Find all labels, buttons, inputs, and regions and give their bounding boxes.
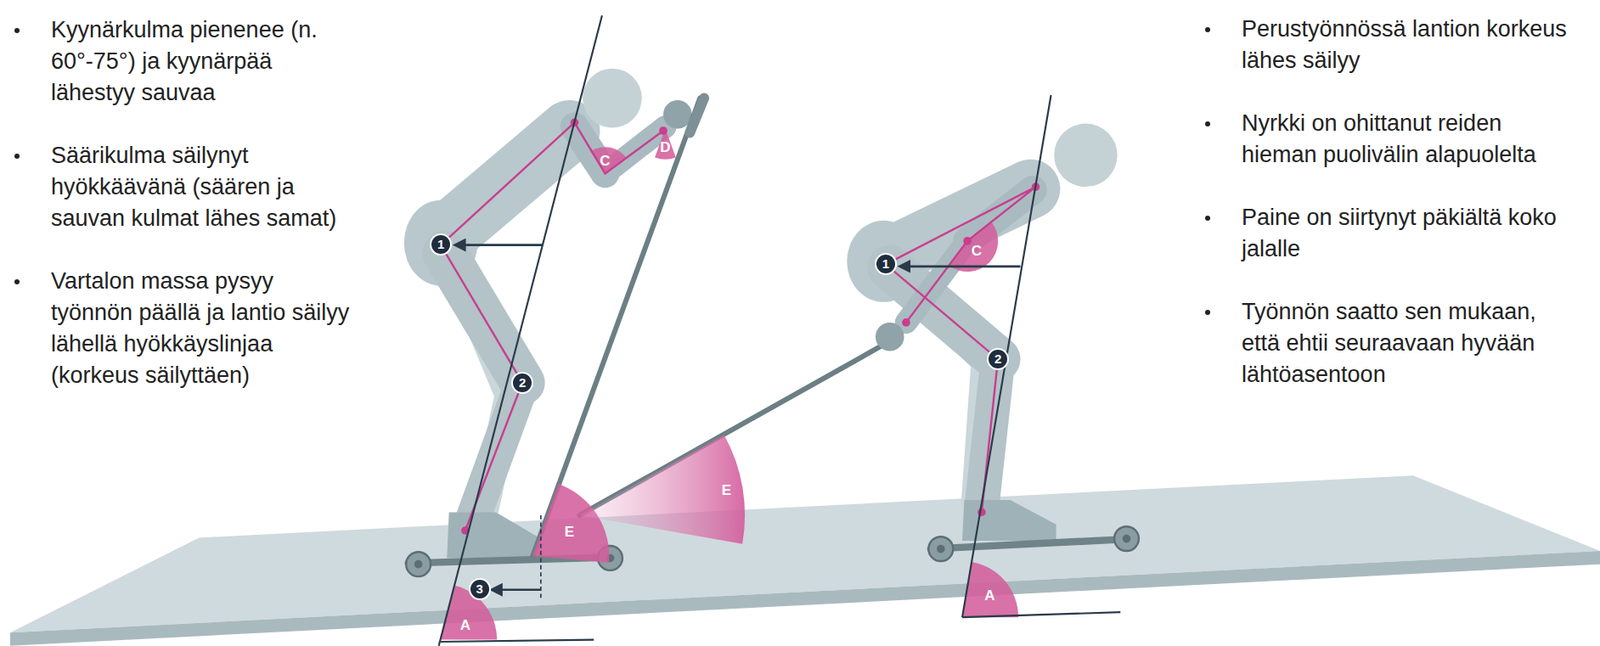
ground-line: [440, 640, 594, 643]
angle-wedge: [579, 435, 745, 545]
text-column: Kyynärkulma pienenee (n. 60°-75°) ja kyy…: [50, 14, 357, 423]
pole: [579, 347, 879, 516]
bullet-item: Vartalon massa pysyy työnnön päällä ja l…: [50, 265, 357, 392]
bullet-dot: [1205, 27, 1211, 33]
bullet-dot: [1205, 215, 1211, 221]
wheel: [405, 552, 431, 577]
bullet-item: Paine on siirtynyt päkiältä koko jalalle: [1241, 202, 1573, 265]
bullet-dot: [1205, 121, 1211, 127]
angle-wedges: [440, 129, 1019, 641]
joint-dots: [461, 118, 1040, 536]
hand: [875, 322, 905, 352]
angle-wedge: [440, 585, 497, 641]
wheel-hub: [1122, 535, 1132, 544]
angle-label: A: [460, 617, 471, 635]
bullet-text: Säärikulma säilynyt hyökkäävänä (säären …: [50, 140, 357, 235]
angle-label: A: [984, 587, 995, 605]
wheel-hub: [936, 545, 946, 554]
roller-ski: [930, 539, 1135, 550]
angle-wedge: [532, 484, 609, 564]
dashed-line: [540, 515, 542, 601]
wheel: [928, 536, 953, 562]
bullet-item: Perustyönnössä lantion korkeus lähes säi…: [1241, 13, 1573, 77]
joint-dot: [963, 236, 972, 246]
joint-dot: [901, 318, 911, 327]
angle-label: C: [971, 242, 982, 260]
callout-arrow: [455, 243, 543, 247]
pole-grip: [689, 98, 705, 134]
angle-wedge: [948, 222, 998, 272]
joint-line: [885, 264, 998, 513]
bullet-text: Vartalon massa pysyy työnnön päällä ja l…: [50, 265, 357, 392]
bullet-dot: [1205, 309, 1211, 316]
shin-line: [962, 95, 1052, 618]
bullet-dot: [14, 153, 20, 159]
joint-line: [440, 122, 664, 245]
floor-edge: [10, 551, 1600, 646]
head: [1053, 123, 1117, 187]
head: [582, 68, 643, 129]
ground-line: [962, 612, 1121, 618]
hand: [663, 100, 693, 130]
bullet-dot: [14, 279, 20, 285]
joint-dot: [659, 126, 668, 136]
right-skier: [579, 123, 1139, 562]
bullet-dot: [14, 28, 20, 34]
floor-top: [10, 475, 1600, 633]
callout-arrow: [900, 264, 1021, 268]
bullet-text: Työnnön saatto sen mukaan, että ehtii se…: [1241, 296, 1573, 391]
angle-label: C: [599, 152, 610, 170]
bullet-item: Työnnön saatto sen mukaan, että ehtii se…: [1241, 296, 1573, 391]
callout-number: 2: [988, 349, 1008, 369]
shin-line: [439, 15, 603, 646]
joint-lines: [440, 122, 1036, 531]
callout-arrow: [491, 588, 541, 592]
wheel: [1114, 526, 1139, 552]
bullet-item: Säärikulma säilynyt hyökkäävänä (säären …: [50, 140, 357, 235]
angle-label: E: [564, 523, 575, 541]
reference-lines: [439, 15, 1122, 646]
boot: [446, 512, 541, 558]
wheel-hub: [414, 560, 423, 570]
bullet-item: Kyynärkulma pienenee (n. 60°-75°) ja kyy…: [50, 14, 357, 109]
bullet-text: Perustyönnössä lantion korkeus lähes säi…: [1241, 13, 1573, 77]
bullet-text: Nyrkki on ohittanut reiden hieman puoliv…: [1241, 107, 1573, 171]
bullet-item: Nyrkki on ohittanut reiden hieman puoliv…: [1241, 107, 1573, 171]
angle-label: E: [721, 482, 732, 500]
bullet-text: Kyynärkulma pienenee (n. 60°-75°) ja kyy…: [50, 14, 357, 109]
callout-number: 2: [512, 373, 532, 393]
joint-line: [440, 245, 523, 531]
bullet-text: Paine on siirtynyt päkiältä koko jalalle: [1241, 202, 1573, 265]
text-column: Perustyönnössä lantion korkeus lähes säi…: [1241, 13, 1573, 423]
angle-label: D: [659, 139, 671, 157]
callout-number: 1: [876, 254, 896, 274]
joint-line: [885, 186, 1037, 323]
